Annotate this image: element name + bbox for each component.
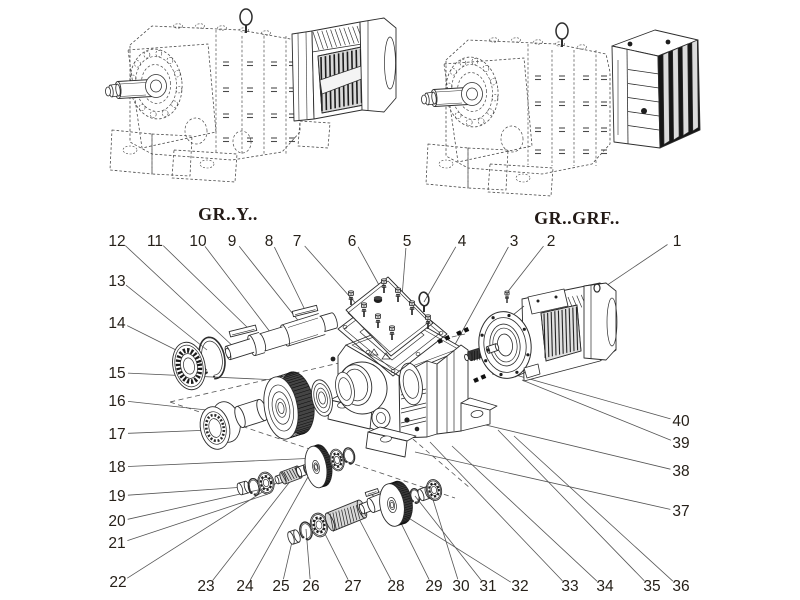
svg-text:9: 9 [228,233,237,250]
svg-text:18: 18 [108,459,125,476]
svg-text:3: 3 [510,233,519,250]
svg-text:40: 40 [672,413,690,430]
svg-text:20: 20 [108,513,126,530]
svg-text:26: 26 [302,578,319,595]
svg-text:22: 22 [109,574,126,591]
svg-text:14: 14 [108,315,126,332]
svg-text:GR..GRF..: GR..GRF.. [534,208,620,228]
svg-text:30: 30 [452,578,470,595]
svg-text:16: 16 [108,393,125,410]
svg-text:35: 35 [643,578,660,595]
svg-text:7: 7 [293,233,302,250]
svg-text:23: 23 [197,578,214,595]
svg-text:34: 34 [596,578,614,595]
svg-text:21: 21 [108,535,125,552]
svg-text:13: 13 [108,273,125,290]
svg-text:25: 25 [272,578,289,595]
svg-text:32: 32 [511,578,528,595]
svg-text:10: 10 [189,233,207,250]
svg-text:36: 36 [672,578,689,595]
svg-text:38: 38 [672,463,689,480]
svg-text:11: 11 [147,233,163,250]
svg-text:8: 8 [265,233,274,250]
svg-text:28: 28 [387,578,404,595]
svg-text:15: 15 [108,365,125,382]
svg-text:4: 4 [458,233,467,250]
svg-text:GR..Y..: GR..Y.. [198,204,258,224]
svg-text:27: 27 [344,578,361,595]
svg-text:33: 33 [561,578,578,595]
svg-text:29: 29 [425,578,442,595]
svg-text:17: 17 [108,426,125,443]
svg-text:6: 6 [348,233,357,250]
svg-text:1: 1 [673,233,682,250]
svg-text:37: 37 [672,503,689,520]
svg-text:39: 39 [672,435,689,452]
svg-text:24: 24 [236,578,254,595]
svg-text:12: 12 [108,233,125,250]
svg-text:19: 19 [108,488,125,505]
svg-text:2: 2 [547,233,556,250]
svg-text:5: 5 [403,233,412,250]
svg-text:31: 31 [479,578,496,595]
